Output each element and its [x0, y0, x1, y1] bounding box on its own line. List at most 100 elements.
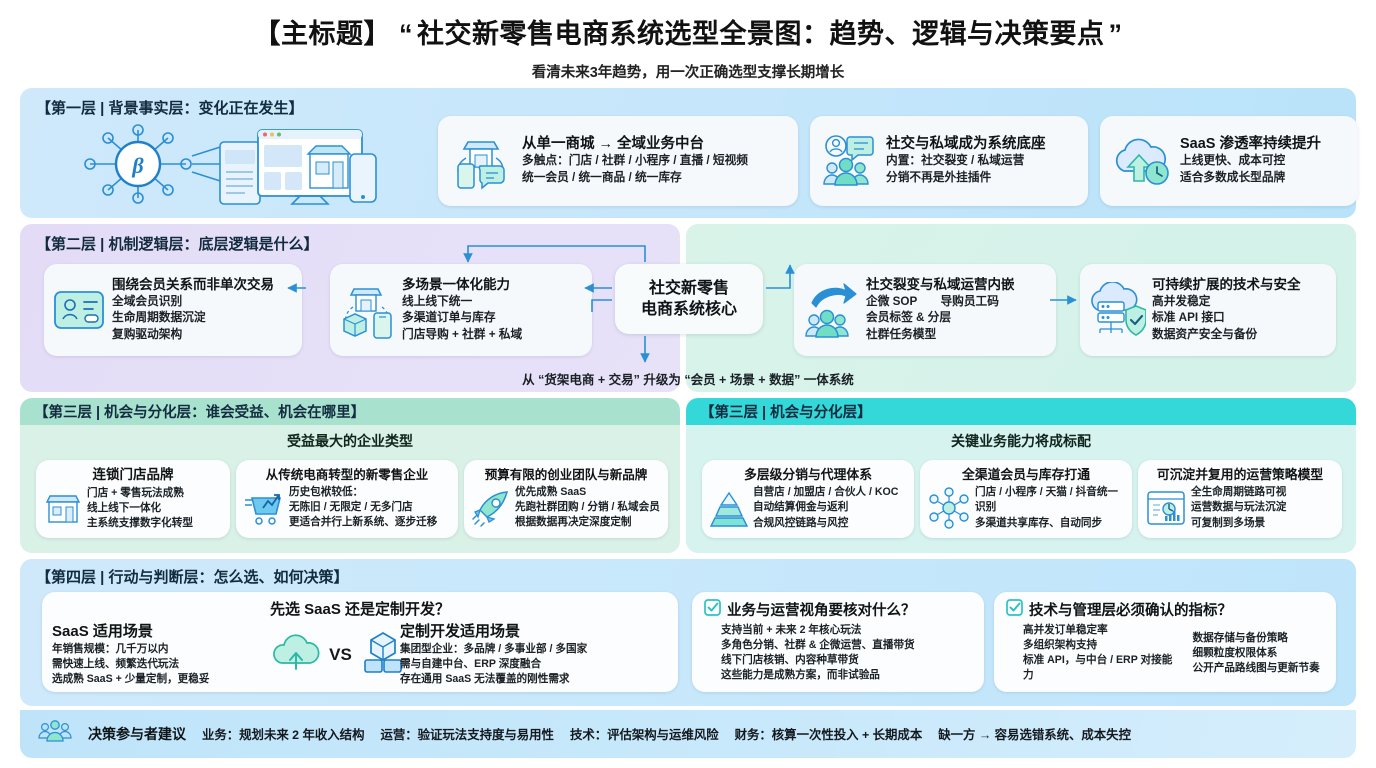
svg-text:β: β	[131, 153, 144, 178]
layer1-card-3-line-1: 上线更快、成本可控	[1180, 154, 1286, 168]
layer1-card-2: 社交与私域成为系统底座 内置：社交裂变 / 私域运营 分销不再是外挂插件	[810, 116, 1088, 206]
layer3b-card-3-line-3: 可复制到多场景	[1191, 516, 1266, 529]
layer4-check-1-line-2: 多角色分销、社群 & 企微运营、直播带货	[721, 639, 915, 652]
layer-3b-heading: 【第三层 | 机会与分化层】	[700, 405, 872, 421]
layer2-card-scene-line-1: 线上线下统一	[402, 294, 473, 308]
storefront-mobile-chat-icon	[450, 130, 512, 192]
layer3-card-3: 预算有限的创业团队与新品牌 优先成熟 SaaS 先跑社群团购 / 分销 / 私域…	[464, 460, 668, 538]
layer2-card-member-line-2: 生命周期数据沉淀	[112, 311, 206, 325]
layer4-left-line-3: 选成熟 SaaS + 少量定制，更稳妥	[52, 672, 210, 685]
layer3b-card-3-line-1: 全生命周期链路可视	[1191, 486, 1287, 499]
layer3-card-1-line-2: 线上线下一体化	[87, 501, 162, 514]
layer3b-card-3-title: 可沉淀并复用的运营策略模型	[1156, 467, 1324, 483]
check-square-icon	[1006, 599, 1023, 620]
page-subtitle: 看清未来3年趋势，用一次正确选型支撑长期增长	[531, 65, 845, 81]
layer-4-action-decision: 【第四层 | 行动与判断层：怎么选、如何决策】 先选 SaaS 还是定制开发？ …	[20, 559, 1356, 706]
check-square-icon	[704, 599, 721, 620]
layer4-check-2-col2-line-1: 数据存储与备份策略	[1192, 631, 1288, 644]
layer-4-heading: 【第四层 | 行动与判断层：怎么选、如何决策】	[36, 569, 349, 586]
layer1-card-3: SaaS 渗透率持续提升 上线更快、成本可控 适合多数成长型品牌	[1100, 116, 1358, 206]
layer-3b-caption: 关键业务能力将成标配	[951, 433, 1091, 449]
layer4-check-1-title: 业务与运营视角要核对什么？	[727, 603, 916, 619]
layer3-card-2-line-2: 无陈旧 / 无限定 / 无多门店	[289, 501, 413, 514]
layer3b-card-3-line-2: 运营数据与玩法沉淀	[1191, 501, 1287, 514]
layer-2-mechanism-left: 【第二层 | 机制逻辑层：底层逻辑是什么】 围绕会员关系而非单次交易 全域会员识…	[20, 224, 680, 392]
layer3-card-1-line-1: 门店 + 零售玩法成熟	[87, 486, 184, 499]
layer4-check-2-col2-line-2: 细颗粒度权限体系	[1192, 646, 1278, 659]
footer-bar: 决策参与者建议 业务：规划未来 2 年收入结构 运营：验证玩法支持度与易用性 技…	[20, 710, 1356, 758]
layer1-card-3-title: SaaS 渗透率持续提升	[1180, 136, 1321, 153]
layer3-card-1: 连锁门店品牌 门店 + 零售玩法成熟 线上线下一体化 主系统支撑数字化转型	[36, 460, 230, 538]
layer1-card-1-line-2: 统一会员 / 统一商品 / 统一库存	[522, 171, 682, 185]
layer3b-card-1-line-2: 自动结算佣金与返利	[753, 501, 849, 514]
layer4-check-2-col1-line-1: 高并发订单稳定率	[1023, 624, 1108, 636]
layer3b-card-2-title: 全渠道会员与库存打通	[962, 467, 1090, 483]
layer1-card-1: 从单一商城 → 全域业务中台 多触点：门店 / 社群 / 小程序 / 直播 / …	[438, 116, 798, 206]
core-hub-node: 社交新零售 电商系统核心	[615, 264, 763, 334]
layer3-card-3-line-1: 优先成熟 SaaS	[515, 486, 587, 499]
layer4-left-line-1: 年销售规模：几千万以内	[52, 642, 169, 655]
cloud-upload-clock-icon	[1110, 133, 1172, 189]
layer3-card-2-line-3: 更适合并行上新系统、逐步迁移	[289, 516, 438, 529]
footer-item-5: 缺一方 → 容易选错系统、成本失控	[938, 728, 1131, 742]
layer-3-opportunity-left: 【第三层 | 机会与分化层：谁会受益、机会在哪里】 受益最大的企业类型 连锁门店…	[20, 398, 680, 553]
layer4-check-2-col2-line-3: 公开产品路线图与更新节奏	[1192, 661, 1320, 674]
layer4-question: 先选 SaaS 还是定制开发？	[269, 601, 451, 618]
layer3-card-2-title: 从传统电商转型的新零售企业	[265, 467, 429, 482]
layer3-card-3-line-2: 先跑社群团购 / 分销 / 私域会员	[515, 501, 660, 514]
layer3-card-3-line-3: 根据数据再决定深度定制	[515, 516, 632, 529]
layer-3-caption: 受益最大的企业类型	[287, 433, 413, 449]
layer1-card-3-line-2: 适合多数成长型品牌	[1180, 171, 1286, 185]
layer2-card-tech-line-2: 标准 API 接口	[1152, 311, 1225, 325]
hub-line-1: 社交新零售	[648, 279, 729, 297]
store-box-phone-icon	[338, 281, 396, 339]
layer4-check-2-col1-line-2: 多组织架构支持	[1023, 639, 1098, 652]
footer-item-2: 运营：验证玩法支持度与易用性	[380, 728, 554, 742]
layer1-card-1-line-1: 多触点：门店 / 社群 / 小程序 / 直播 / 短视频	[522, 154, 748, 168]
cloud-upload-icon	[272, 631, 320, 678]
layer2-card-tech-title: 可持续扩展的技术与安全	[1152, 276, 1301, 292]
layer2-card-member-line-3: 复购驱动架构	[112, 327, 183, 341]
layer4-check-1-line-1: 支持当前 + 未来 2 年核心玩法	[721, 624, 862, 636]
network-devices-illustration: β	[60, 120, 420, 208]
vs-label: VS	[329, 644, 352, 664]
title-bracket: 【主标题】	[253, 19, 391, 49]
title-highlight: 社交新零售电商系统选型全景图：趋势、逻辑与决策要点	[413, 12, 1109, 51]
member-card-icon	[52, 288, 106, 332]
layer4-saas-vs-custom-card: 先选 SaaS 还是定制开发？ SaaS 适用场景 年销售规模：几千万以内 需快…	[42, 592, 678, 692]
layer3b-card-1-line-3: 合规风控链路与风控	[753, 516, 849, 529]
title-block: 【主标题】 “社交新零售电商系统选型全景图：趋势、逻辑与决策要点” 看清未来3年…	[0, 0, 1376, 82]
layer4-left-title: SaaS 适用场景	[52, 623, 153, 640]
layer2-card-scene-title: 多场景一体化能力	[402, 276, 510, 292]
footer-item-4: 财务：核算一次性投入 + 长期成本	[734, 728, 923, 742]
layer2-card-social-line-2: 会员标签 & 分层	[866, 311, 952, 325]
layer3b-card-1-title: 多层级分销与代理体系	[744, 467, 872, 483]
layer3b-card-3: 可沉淀并复用的运营策略模型 全生命周期链路可视 运营数据与玩法沉淀 可复	[1138, 460, 1342, 538]
layer3-card-1-line-3: 主系统支撑数字化转型	[87, 516, 193, 529]
hub-line-2: 电商系统核心	[640, 301, 737, 318]
chain-store-icon	[43, 488, 83, 528]
layer2-footnote: 从 “货架电商 + 交易” 升级为 “会员 + 场景 + 数据” 一体系统	[522, 373, 854, 387]
layer2-card-member-title: 围绕会员关系而非单次交易	[112, 276, 274, 292]
layer4-right-title: 定制开发适用场景	[400, 623, 521, 640]
layer-1-background-facts: 【第一层 | 背景事实层：变化正在发生】 β	[20, 88, 1358, 218]
rocket-icon	[471, 488, 511, 528]
layer3b-card-2-line-1: 门店 / 小程序 / 天猫 / 抖音统一识别	[975, 486, 1119, 514]
title-quote-close: ”	[1108, 19, 1123, 49]
layer1-card-1-title: 从单一商城 → 全域业务中台	[522, 136, 705, 153]
cloud-server-shield-icon	[1088, 282, 1146, 338]
layer4-check-card-business: 业务与运营视角要核对什么？ 支持当前 + 未来 2 年核心玩法 多角色分销、社群…	[692, 592, 984, 692]
layer-3-heading: 【第三层 | 机会与分化层：谁会受益、机会在哪里】	[34, 405, 366, 421]
layer2-card-member: 围绕会员关系而非单次交易 全域会员识别 生命周期数据沉淀 复购驱动架构	[44, 264, 302, 356]
layer1-card-2-line-1: 内置：社交裂变 / 私域运营	[886, 154, 1025, 168]
layer2-card-scene-line-3: 门店导购 + 社群 + 私域	[402, 327, 523, 341]
share-people-icon	[802, 281, 860, 339]
footer-item-1: 业务：规划未来 2 年收入结构	[202, 728, 365, 742]
layer4-check-1-line-3: 线下门店核销、内容种草带货	[721, 654, 859, 667]
layer4-right-line-2: 需与自建中台、ERP 深度融合	[400, 657, 542, 670]
user-chat-group-icon	[820, 132, 878, 190]
layer2-card-tech-line-1: 高并发稳定	[1152, 294, 1211, 308]
layer4-check-2-title: 技术与管理层必须确认的指标？	[1029, 603, 1232, 619]
layer2-card-tech: 可持续扩展的技术与安全 高并发稳定 标准 API 接口 数据资产安全与备份	[1080, 264, 1336, 356]
